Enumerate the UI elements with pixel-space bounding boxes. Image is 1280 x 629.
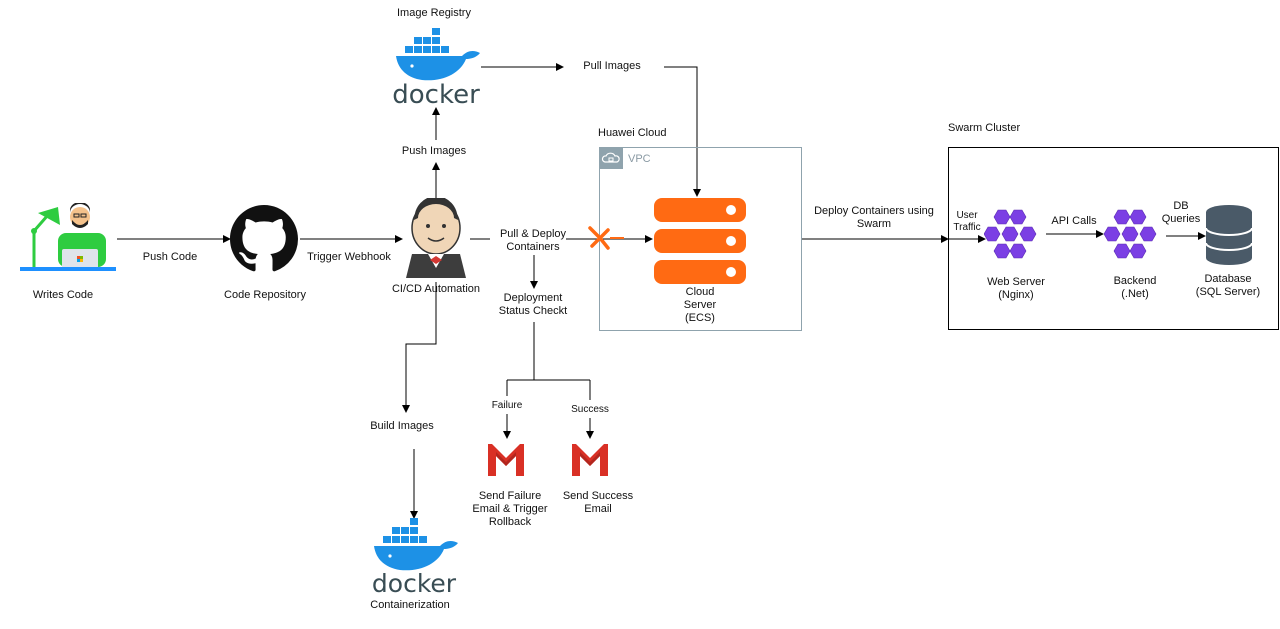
user-traffic-line-2: Traffic [953,222,981,233]
cloud-server-line-2: Server [683,299,717,311]
developer-icon [20,203,116,271]
deployment-status-line-1: Deployment [503,292,563,304]
send-failure-line-1: Send Failure [478,490,542,502]
web-server-cluster-icon [984,209,1037,259]
database-line-1: Database [1204,273,1252,285]
swarm-cluster-box [948,147,1279,330]
cloud-server-label: Cloud Server (ECS) [660,286,740,325]
code-repository-label: Code Repository [224,289,306,301]
vpc-label: VPC [628,153,651,165]
web-server-line-2: (Nginx) [998,289,1034,301]
image-registry-label: Image Registry [397,7,471,19]
send-success-label: Send Success Email [552,490,644,516]
success-label: Success [571,404,609,415]
user-traffic-label: User Traffic [948,210,986,234]
pull-images-label: Pull Images [583,60,641,72]
vpc-badge [599,147,623,169]
database-label: Database (SQL Server) [1180,273,1276,299]
api-calls-label: API Calls [1051,215,1097,227]
pull-to-ecs-arrow [664,66,701,197]
deploy-containers-line-1: Deploy Containers using [814,205,934,217]
send-success-line-2: Email [584,503,612,515]
deployment-status-label: Deployment Status Checkt [487,292,579,318]
cloud-icon [601,152,620,163]
gmail-success-icon [572,444,608,476]
db-queries-line-2: Queries [1161,213,1201,225]
backend-line-2: (.Net) [1121,288,1149,300]
pull-deploy-line-1: Pull & Deploy [499,228,567,240]
huawei-cloud-label: Huawei Cloud [598,127,667,139]
jenkins-to-build-arrow [402,282,437,413]
web-server-line-1: Web Server [987,276,1045,288]
deployment-status-line-2: Status Checkt [498,305,568,317]
database-icon [1205,205,1253,265]
svg-text:docker: docker [372,569,457,596]
send-success-line-1: Send Success [562,490,634,502]
cloud-server-line-3: (ECS) [685,312,715,324]
send-failure-label: Send Failure Email & Trigger Rollback [462,490,558,529]
build-images-label: Build Images [370,420,434,432]
writes-code-label: Writes Code [32,289,94,301]
jenkins-icon [406,198,466,278]
deploy-containers-label: Deploy Containers using Swarm [806,205,942,231]
ecs-server-icon [654,198,746,284]
github-icon [230,205,298,272]
web-server-label: Web Server (Nginx) [976,276,1056,302]
deploy-containers-line-2: Swarm [856,218,892,230]
swarm-cluster-label: Swarm Cluster [948,122,1021,134]
pull-deploy-line-2: Containers [506,241,560,253]
push-code-label: Push Code [142,251,198,263]
svg-text:docker: docker [392,80,480,108]
cloud-server-line-1: Cloud [685,286,715,298]
backend-label: Backend (.Net) [1100,275,1170,301]
docker-registry-icon: docker [392,28,480,108]
send-failure-line-2: Email & Trigger [472,503,548,515]
trigger-webhook-label: Trigger Webhook [307,251,391,263]
network-link-icon [588,226,624,250]
failure-label: Failure [491,400,523,411]
db-queries-line-1: DB [1173,200,1189,212]
db-queries-label: DB Queries [1156,200,1206,226]
containerization-label: Containerization [370,599,450,611]
cicd-automation-label: CI/CD Automation [391,283,481,295]
docker-containerization-icon: docker [372,518,458,596]
database-line-2: (SQL Server) [1195,286,1261,298]
push-images-label: Push Images [401,145,467,157]
gmail-failure-icon [488,444,524,476]
user-traffic-line-1: User [956,210,978,221]
send-failure-line-3: Rollback [488,516,532,528]
backend-line-1: Backend [1113,275,1157,287]
pull-deploy-label: Pull & Deploy Containers [490,228,576,254]
backend-cluster-icon [1104,209,1157,259]
